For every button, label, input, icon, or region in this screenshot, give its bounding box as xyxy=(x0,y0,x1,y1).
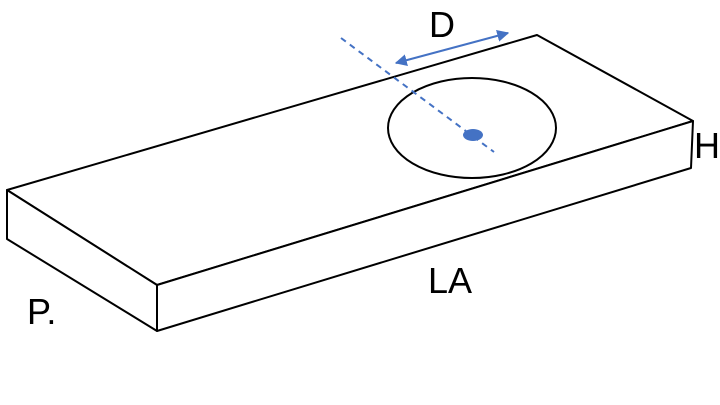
depth-label: D xyxy=(429,4,455,45)
slab-side-face xyxy=(6,189,158,332)
width-label: P. xyxy=(27,291,56,332)
hole-center-dot xyxy=(463,129,483,141)
length-label: LA xyxy=(428,260,472,301)
depth-dimension-arrow xyxy=(394,29,510,67)
height-label: H xyxy=(694,125,720,166)
hole-circle xyxy=(387,77,557,179)
